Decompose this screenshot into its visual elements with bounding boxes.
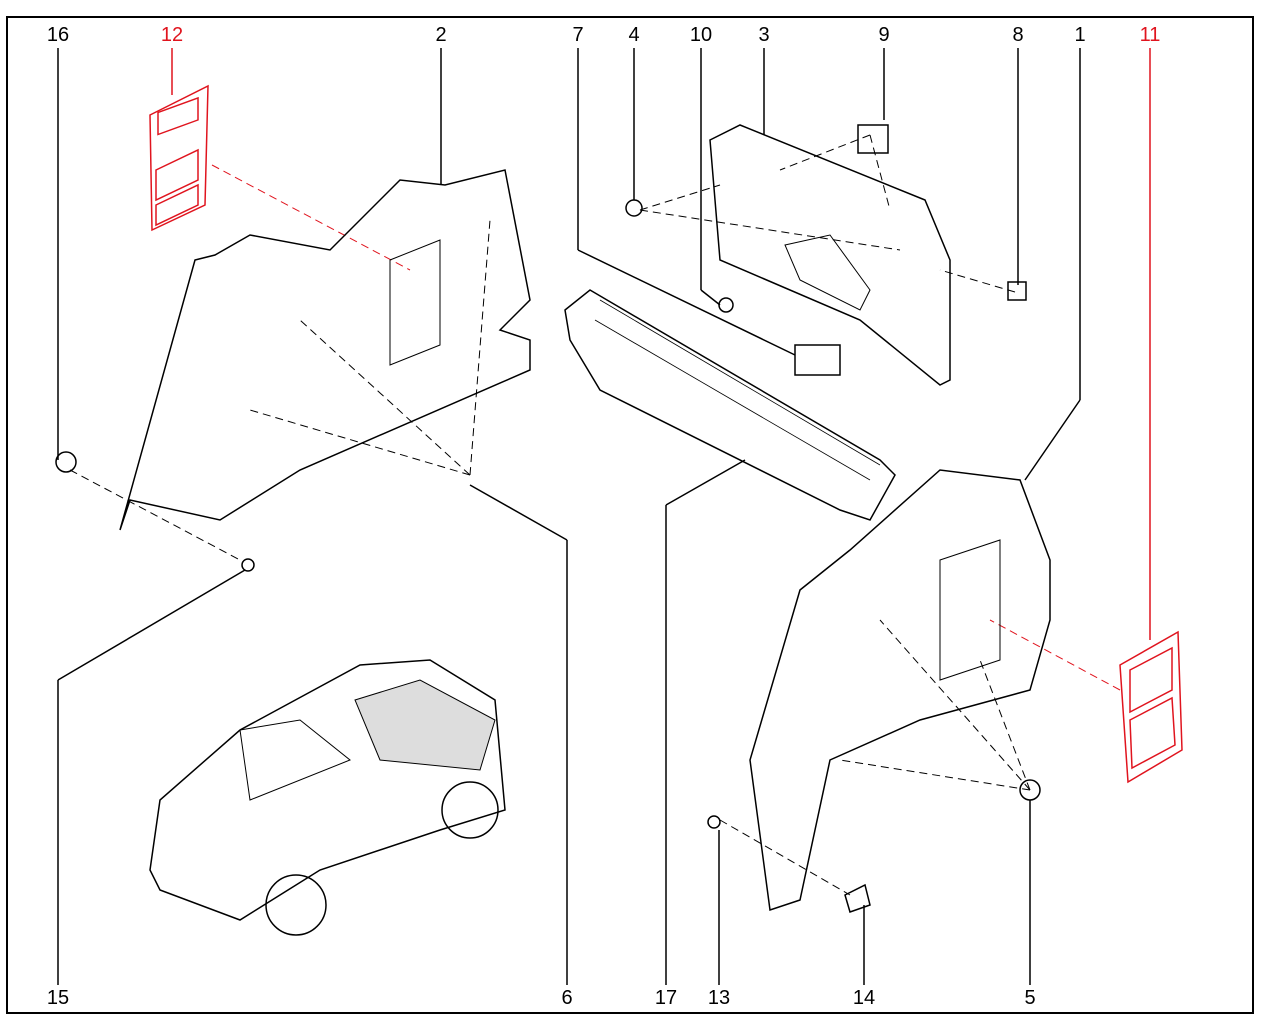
part-13-screw[interactable] — [707, 815, 721, 829]
part-14-clip[interactable] — [844, 883, 871, 913]
part-9-clip[interactable] — [857, 124, 889, 154]
part-16-clip[interactable] — [55, 451, 77, 473]
callout-1: 1 — [1074, 24, 1086, 46]
part-2-left-side-trim[interactable] — [119, 169, 531, 531]
callout-15: 15 — [46, 987, 70, 1009]
part-5-clip[interactable] — [1019, 779, 1041, 801]
callout-5: 5 — [1024, 987, 1036, 1009]
part-17-ribs — [594, 299, 881, 481]
vehicle-location-illustration — [149, 659, 506, 936]
callout-12: 12 — [160, 24, 184, 46]
part-8-clip[interactable] — [1007, 281, 1027, 301]
leader-lines — [57, 48, 1151, 985]
callout-3: 3 — [758, 24, 770, 46]
part-10-screw[interactable] — [718, 297, 734, 313]
part-2-window — [389, 239, 441, 366]
part-1-right-side-trim[interactable] — [749, 469, 1051, 911]
callout-14: 14 — [852, 987, 876, 1009]
part-11-trim-insert[interactable] — [1119, 630, 1183, 784]
callout-11: 11 — [1139, 24, 1161, 46]
diagram-frame — [6, 16, 1254, 1014]
callout-2: 2 — [435, 24, 447, 46]
part-3-recess — [784, 234, 871, 311]
callout-13: 13 — [707, 987, 731, 1009]
callout-6: 6 — [561, 987, 573, 1009]
callout-9: 9 — [878, 24, 890, 46]
part-3-upper-trim[interactable] — [709, 124, 951, 386]
part-1-window — [939, 539, 1001, 681]
part-15-screw[interactable] — [241, 558, 255, 572]
part-7-bracket[interactable] — [794, 344, 841, 376]
part-17-rear-sill-trim[interactable] — [564, 289, 896, 521]
callout-4: 4 — [628, 24, 640, 46]
callout-17: 17 — [654, 987, 678, 1009]
callout-8: 8 — [1012, 24, 1024, 46]
part-12-trim-insert[interactable] — [149, 84, 209, 232]
callout-7: 7 — [572, 24, 584, 46]
part-4-nut[interactable] — [625, 199, 643, 217]
assembly-guides — [69, 134, 1121, 896]
callout-10: 10 — [689, 24, 713, 46]
callout-16: 16 — [46, 24, 70, 46]
